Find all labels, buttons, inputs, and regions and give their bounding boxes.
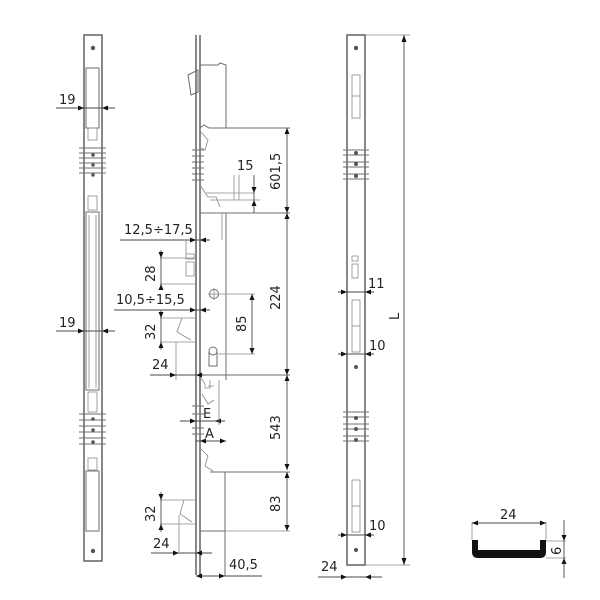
dim-backset-a: A: [205, 427, 214, 442]
profile-section-view: 24 6: [471, 508, 567, 578]
dim-left-width-mid: 19: [59, 316, 76, 331]
lower-rings: [79, 413, 106, 445]
dim-upper-to-center: 224: [269, 285, 284, 310]
dim-profile-height: 6: [550, 547, 565, 555]
dim-slot-width-bottom: 10: [369, 519, 386, 534]
right-strip-view: 11 10 10 24: [318, 34, 410, 580]
dim-deadbolt-height: 32: [144, 323, 159, 340]
upper-rings: [79, 147, 106, 177]
left-strip-view: 19 19: [56, 34, 115, 562]
dim-total-length: L: [388, 312, 403, 320]
dim-left-width-top: 19: [59, 93, 76, 108]
right-upper-rings: [343, 149, 369, 180]
dim-bottom-bolt-projection: 24: [153, 537, 170, 552]
dim-latch-height: 28: [144, 265, 159, 282]
dim-upper-hook-gap: 15: [237, 159, 254, 174]
cylinder-hole: [208, 346, 218, 367]
dim-bottom-bolt-height: 32: [144, 505, 159, 522]
right-lower-rings: [343, 411, 369, 442]
dim-profile-width: 24: [500, 508, 517, 523]
dim-handle-to-cylinder: 85: [235, 315, 250, 332]
dim-lower-box: 83: [269, 495, 284, 512]
dim-backset-e: E: [203, 407, 211, 422]
dim-faceplate-offset-top: 12,5÷17,5: [124, 223, 193, 238]
dim-center-to-lower: 543: [269, 415, 284, 440]
dim-faceplate-offset-mid: 10,5÷15,5: [116, 293, 185, 308]
dim-slot-width-top: 11: [368, 277, 385, 292]
spindle-hole: [208, 288, 220, 300]
dim-upper-distance: 601,5: [269, 153, 284, 190]
dim-case-depth: 40,5: [229, 558, 258, 573]
dim-slot-width-mid: 10: [369, 339, 386, 354]
dim-deadbolt-projection: 24: [152, 358, 169, 373]
center-lock-view: 15 601,5 224 85: [114, 35, 290, 579]
dim-strip-width: 24: [321, 560, 338, 575]
